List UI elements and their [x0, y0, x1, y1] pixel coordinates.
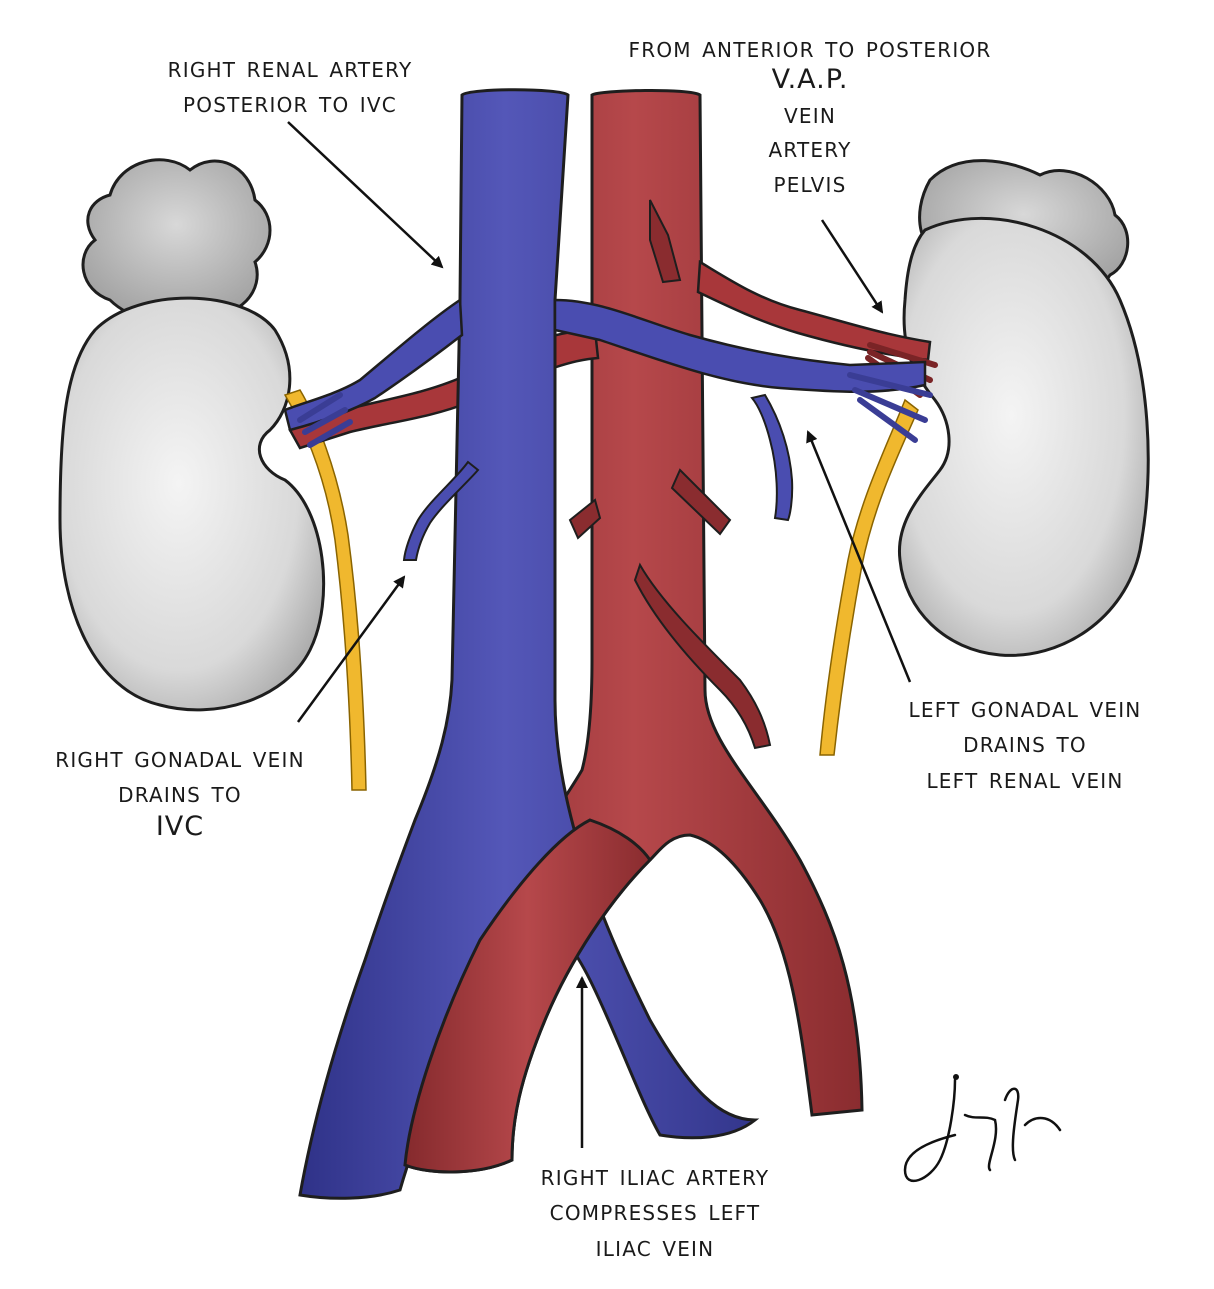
label-line: IVC [155, 810, 205, 842]
label-hilum-order: From anterior to posterior V.A.P. Vein A… [565, 30, 1055, 199]
left-gonadal-vein [750, 393, 794, 522]
label-left-gonadal-vein: Left gonadal vein drains to left renal v… [870, 690, 1180, 796]
right-renal-vein [283, 297, 464, 448]
annotation-arrows [287, 121, 912, 1148]
label-line: drains to [963, 725, 1087, 760]
artist-signature [903, 1074, 1062, 1182]
right-adrenal-gland [81, 158, 272, 324]
label-line: From anterior to posterior [628, 30, 992, 64]
label-line: left renal vein [926, 760, 1124, 795]
arrow-right-renal-artery [287, 121, 444, 269]
left-renal-vein [553, 298, 933, 443]
label-line: Artery [768, 130, 852, 165]
label-right-renal-artery: Right renal artery posterior to IVC [120, 50, 460, 121]
arrow-right-gonadal-vein [296, 575, 406, 723]
label-line: Pelvis [773, 164, 847, 199]
arrow-left-gonadal-vein [806, 430, 912, 683]
right-kidney [58, 296, 326, 712]
label-line: drains to [118, 775, 242, 810]
label-line: Vein [784, 96, 836, 131]
label-line: Right gonadal vein [55, 740, 305, 774]
aorta-small-branches [568, 199, 772, 750]
label-line: posterior to IVC [183, 85, 397, 120]
right-ureter [283, 389, 367, 791]
label-right-gonadal-vein: Right gonadal vein drains to IVC [20, 740, 340, 844]
label-line: compresses left [549, 1193, 761, 1228]
label-line: iliac vein [595, 1228, 715, 1263]
label-line: Right iliac artery [540, 1158, 770, 1192]
left-ureter [819, 398, 919, 756]
label-line: Right renal artery [167, 50, 413, 84]
label-line: Left gonadal vein [908, 690, 1142, 724]
arrow-pelvis-order [820, 219, 884, 314]
left-kidney [897, 216, 1150, 657]
right-gonadal-vein [402, 460, 480, 561]
right-iliac-artery-crossing [403, 818, 652, 1174]
label-line-acronym: V.A.P. [771, 64, 849, 96]
label-right-iliac-artery: Right iliac artery compresses left iliac… [490, 1158, 820, 1264]
